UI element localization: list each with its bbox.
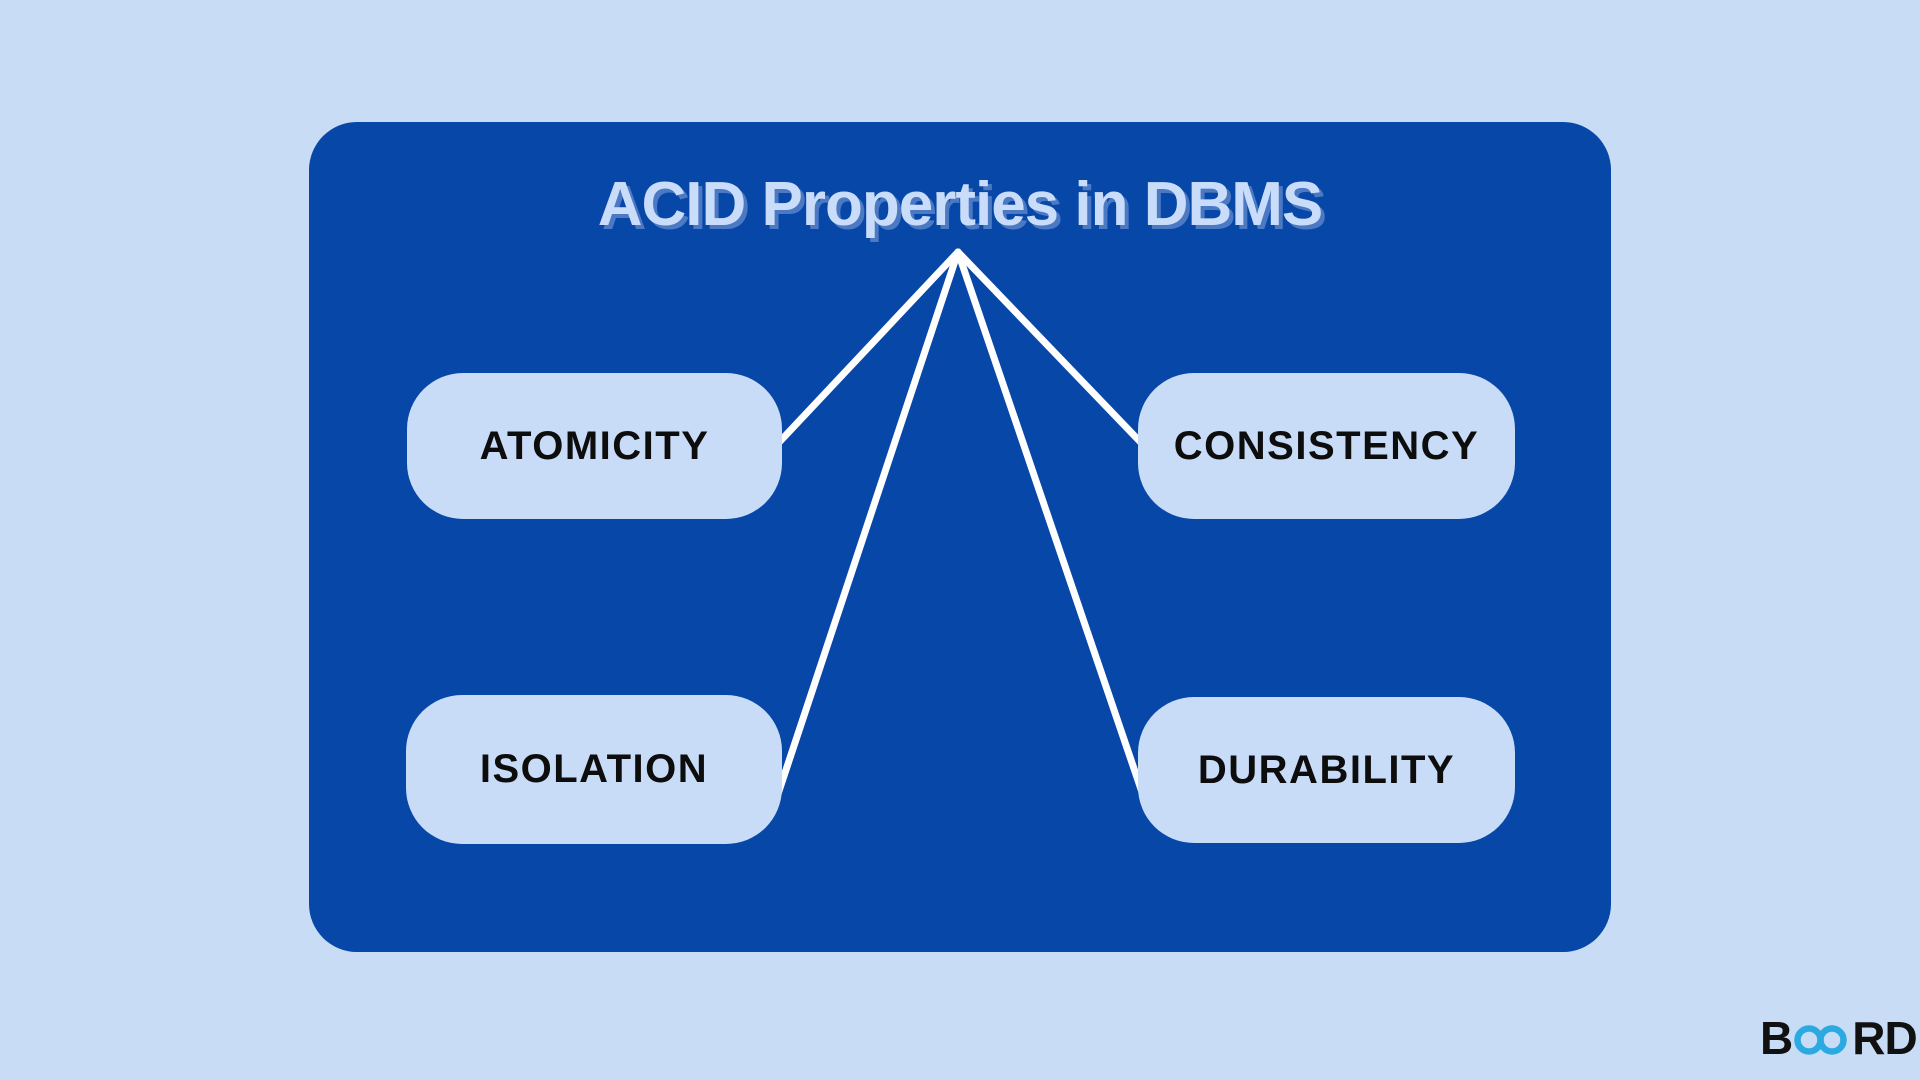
node-isolation: ISOLATION (406, 695, 782, 844)
node-isolation-label: ISOLATION (479, 747, 709, 791)
node-consistency: CONSISTENCY (1138, 373, 1515, 519)
node-durability-label: DURABILITY (1197, 747, 1456, 792)
node-durability: DURABILITY (1138, 697, 1515, 843)
infinity-icon (1794, 1025, 1847, 1055)
diagram-title: ACID Properties in DBMS (597, 170, 1324, 239)
logo-text-rd: RD (1852, 1012, 1917, 1064)
logo-text-b: B (1760, 1012, 1793, 1064)
board-logo: B RD (1760, 1012, 1918, 1064)
node-atomicity-label: ATOMICITY (479, 423, 710, 468)
node-consistency-label: CONSISTENCY (1173, 423, 1480, 468)
node-atomicity: ATOMICITY (407, 373, 782, 519)
